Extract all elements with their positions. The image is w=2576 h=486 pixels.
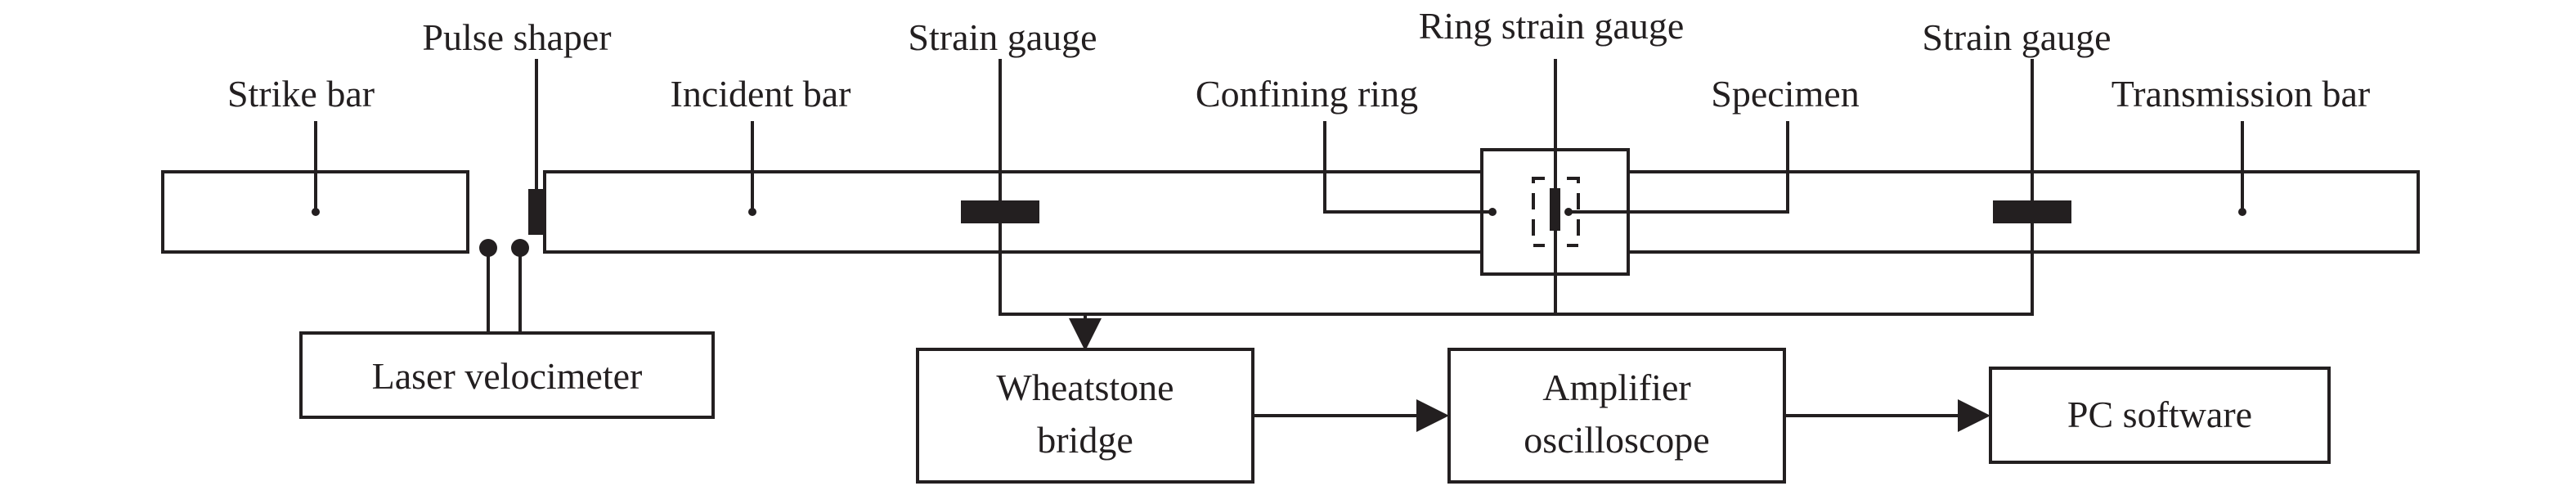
ring-strain-gauge — [1550, 188, 1560, 231]
laser-velocimeter-box — [299, 331, 715, 419]
label-ring-strain-gauge: Ring strain gauge — [1419, 5, 1685, 47]
label-pulse-shaper: Pulse shaper — [422, 16, 611, 58]
pc-software-box — [1989, 367, 2331, 464]
label-strike-bar: Strike bar — [227, 73, 375, 115]
label-wheatstone-line2: bridge — [1037, 419, 1133, 461]
leader-specimen — [1568, 121, 1789, 214]
label-pc-software: PC software — [2067, 394, 2252, 435]
label-laser-velocimeter: Laser velocimeter — [372, 355, 643, 397]
strain-gauge-left — [961, 200, 1039, 223]
label-strain-gauge-left: Strain gauge — [908, 16, 1097, 58]
specimen-outline — [1532, 177, 1580, 247]
label-strain-gauge-right: Strain gauge — [1922, 16, 2111, 58]
label-incident-bar: Incident bar — [671, 73, 851, 115]
label-confining-ring: Confining ring — [1196, 73, 1418, 115]
label-amplifier-line1: Amplifier — [1542, 367, 1690, 408]
pulse-shaper — [528, 189, 545, 235]
gauge-signal-bus — [999, 223, 2034, 316]
label-transmission-bar: Transmission bar — [2112, 73, 2371, 115]
strain-gauge-right — [1993, 200, 2071, 223]
label-specimen: Specimen — [1711, 73, 1859, 115]
leader-confining-ring — [1323, 121, 1492, 214]
label-amplifier-line2: oscilloscope — [1524, 419, 1709, 461]
amplifier-oscilloscope-box — [1447, 348, 1786, 484]
label-wheatstone-line1: Wheatstone — [996, 367, 1174, 408]
